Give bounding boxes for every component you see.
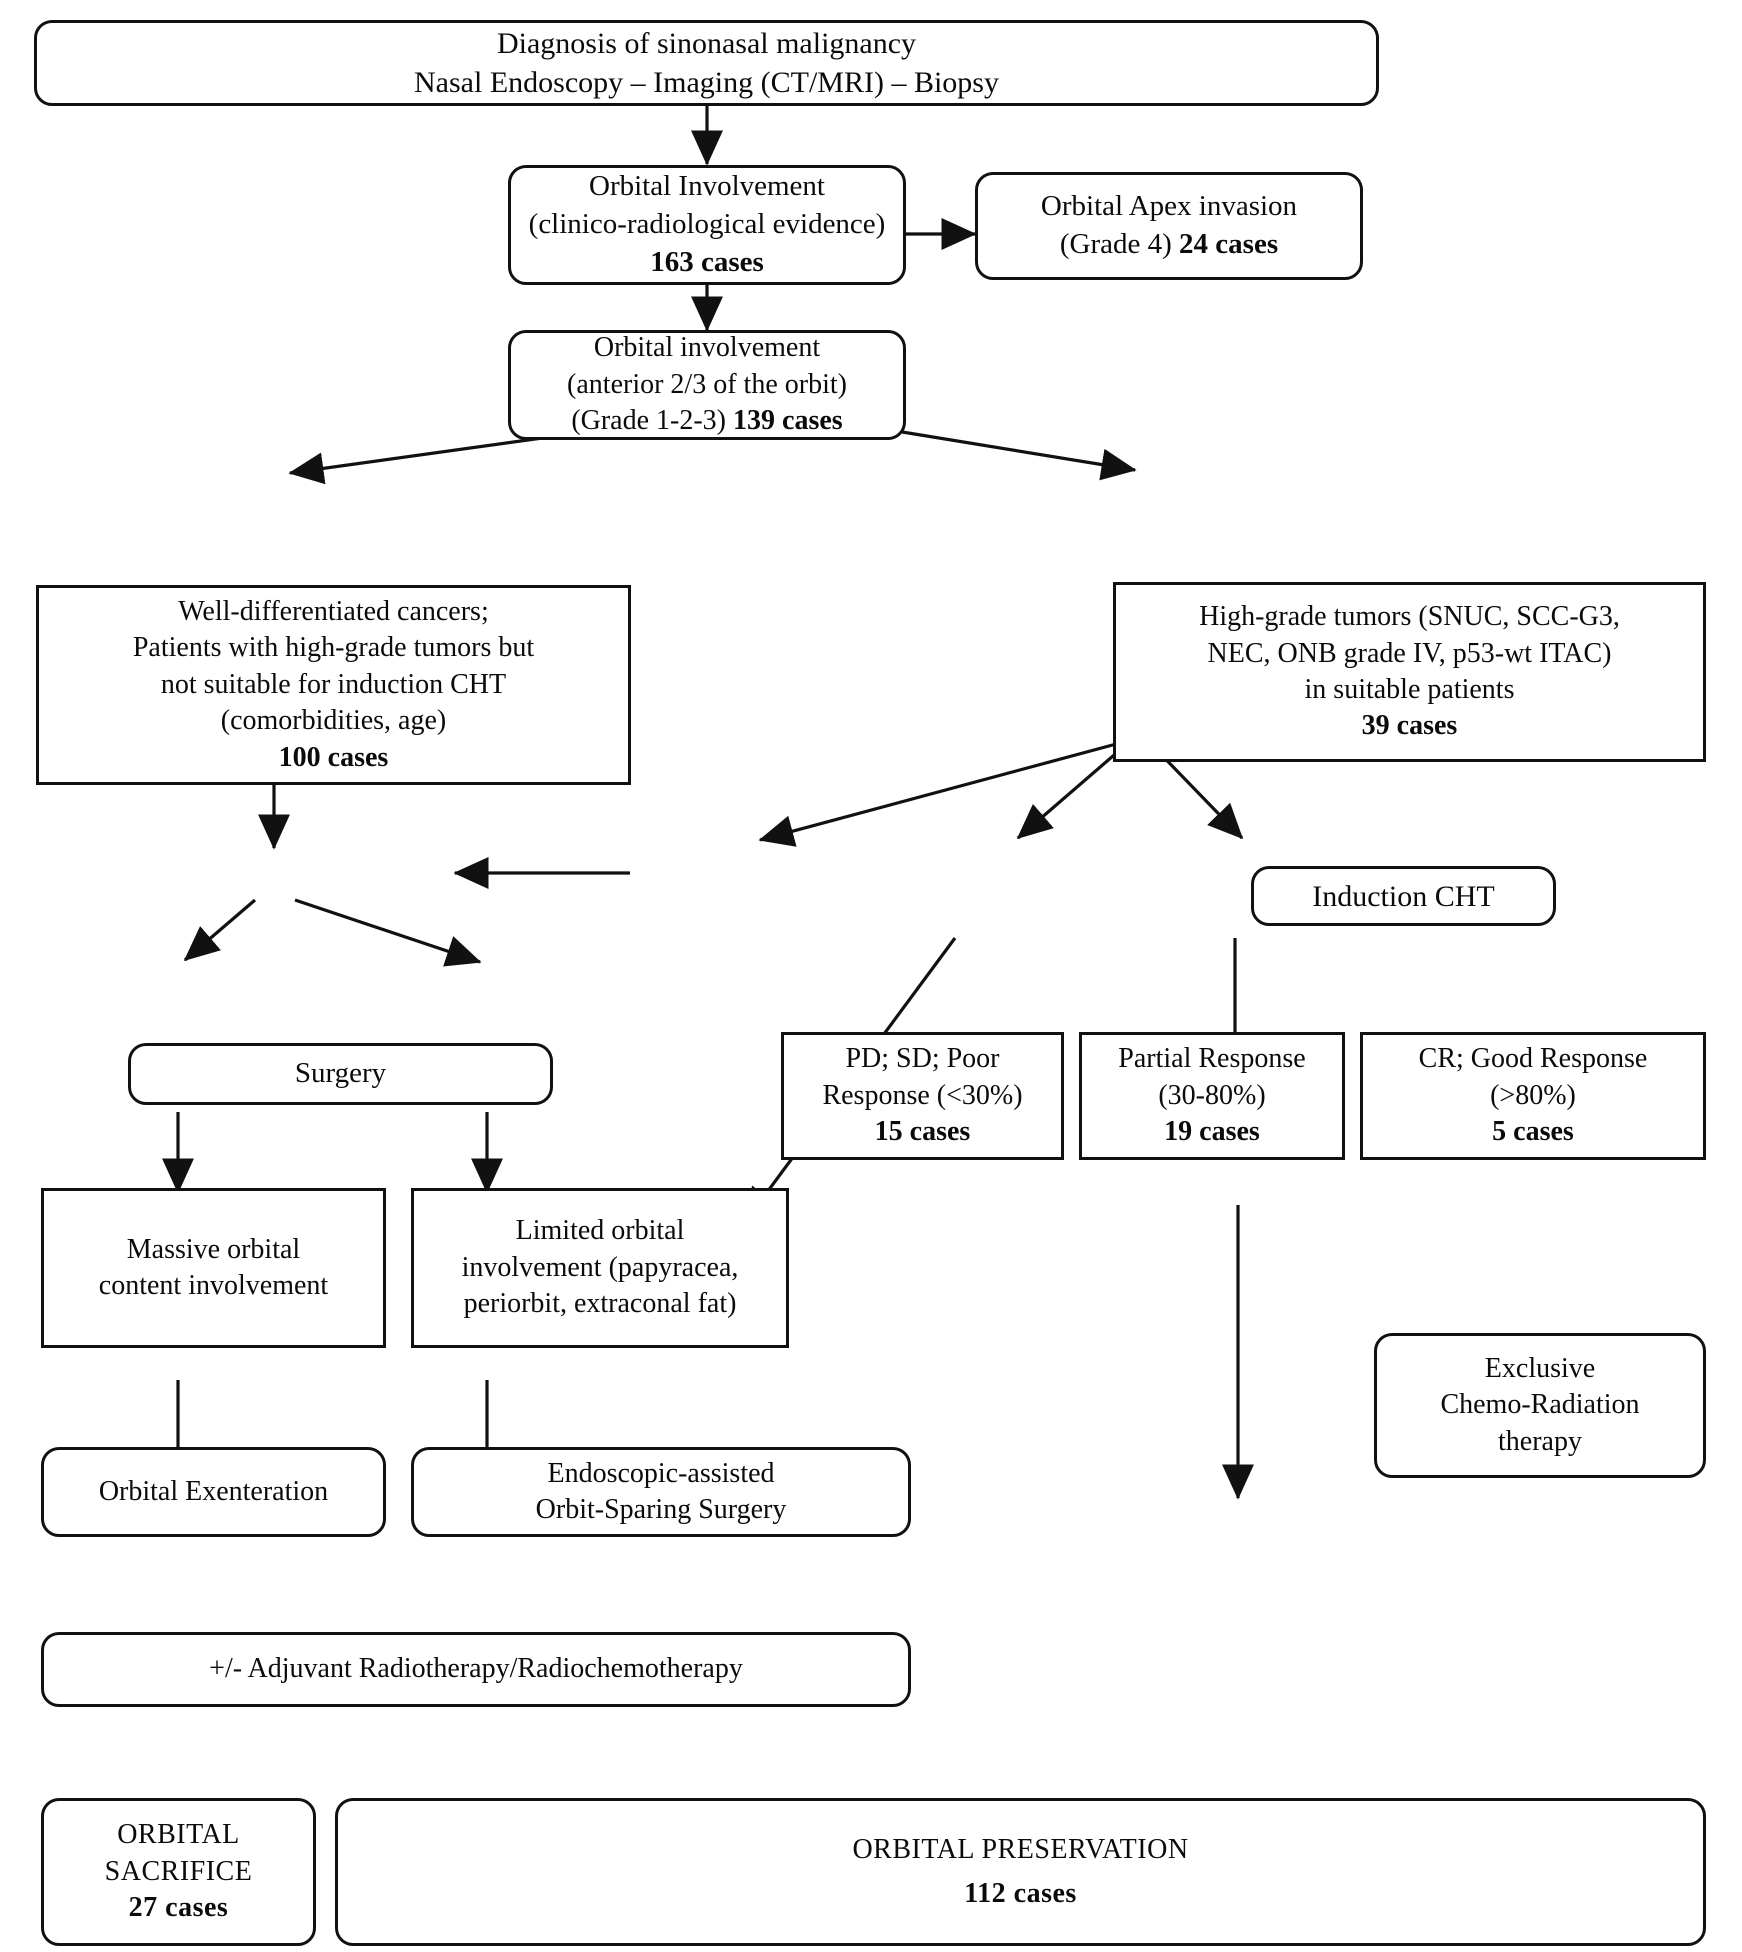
well-differentiated-line4: (comorbidities, age) (220, 705, 447, 737)
orbital-apex-cases: 24 cases (1179, 228, 1279, 260)
node-surgery: Surgery (128, 1043, 553, 1105)
orbit-sparing-line1: Endoscopic-assisted (547, 1457, 775, 1489)
edge-surgery-to-massive-orbital (183, 898, 257, 962)
poor-response-line2: Response (<30%) (822, 1079, 1023, 1111)
node-partial-response: Partial Response (30-80%) 19 cases (1079, 1032, 1345, 1160)
node-good-response: CR; Good Response (>80%) 5 cases (1360, 1032, 1706, 1160)
node-high-grade-tumors: High-grade tumors (SNUC, SCC-G3, NEC, ON… (1113, 582, 1706, 762)
node-diagnosis: Diagnosis of sinonasal malignancy Nasal … (34, 20, 1379, 106)
limited-orbital-line3: periorbit, extraconal fat) (463, 1288, 737, 1320)
orbital-apex-grade: (Grade 4) (1059, 228, 1180, 260)
orbital-exenteration-label: Orbital Exenteration (98, 1475, 329, 1507)
poor-response-cases: 15 cases (874, 1116, 971, 1148)
limited-orbital-line1: Limited orbital (515, 1215, 685, 1247)
orbital-anterior-cases: 139 cases (733, 405, 843, 437)
edge-induction-to-partial-response (1016, 741, 1130, 840)
node-orbital-involvement: Orbital Involvement (clinico-radiologica… (508, 165, 906, 285)
orbital-sacrifice-line2: SACRIFICE (104, 1855, 253, 1887)
node-orbital-apex-invasion: Orbital Apex invasion (Grade 4) 24 cases (975, 172, 1363, 280)
well-differentiated-line2: Patients with high-grade tumors but (132, 632, 535, 664)
orbital-sacrifice-line1: ORBITAL (117, 1819, 240, 1851)
high-grade-line3: in suitable patients (1304, 674, 1515, 705)
chemo-radiation-line1: Exclusive (1484, 1352, 1596, 1384)
massive-orbital-line1: Massive orbital (126, 1233, 301, 1265)
node-well-differentiated-cancers-body: Well-differentiated cancers; Patients wi… (36, 585, 631, 785)
well-differentiated-line3: not suitable for induction CHT (160, 668, 507, 700)
orbital-preservation-line1: ORBITAL PRESERVATION (852, 1833, 1189, 1865)
node-orbital-preservation: ORBITAL PRESERVATION 112 cases (335, 1798, 1706, 1946)
node-orbital-sacrifice: ORBITAL SACRIFICE 27 cases (41, 1798, 316, 1946)
orbital-anterior-line1: Orbital involvement (593, 332, 821, 364)
orbital-apex-line1: Orbital Apex invasion (1040, 190, 1298, 223)
diagnosis-line1: Diagnosis of sinonasal malignancy (496, 27, 917, 60)
node-induction-cht: Induction CHT (1251, 866, 1556, 926)
orbital-sacrifice-cases: 27 cases (128, 1892, 229, 1924)
orbital-involvement-line1: Orbital Involvement (589, 170, 825, 203)
node-poor-response: PD; SD; Poor Response (<30%) 15 cases (781, 1032, 1064, 1160)
well-differentiated-line1: Well-differentiated cancers; (178, 596, 489, 628)
partial-response-line1: Partial Response (1118, 1043, 1306, 1075)
high-grade-line1: High-grade tumors (SNUC, SCC-G3, (1199, 601, 1620, 633)
orbital-preservation-cases: 112 cases (964, 1878, 1077, 1909)
node-adjuvant-radiotherapy: +/- Adjuvant Radiotherapy/Radiochemother… (41, 1632, 911, 1707)
high-grade-cases: 39 cases (1361, 710, 1458, 742)
node-limited-orbital-involvement: Limited orbital involvement (papyracea, … (411, 1188, 789, 1348)
good-response-line2: (>80%) (1490, 1079, 1576, 1111)
orbital-involvement-cases: 163 cases (650, 245, 764, 278)
edge-induction-to-poor-response (758, 741, 1121, 847)
node-orbital-exenteration: Orbital Exenteration (41, 1447, 386, 1537)
node-orbit-sparing-surgery: Endoscopic-assisted Orbit-Sparing Surger… (411, 1447, 911, 1537)
edge-anterior-to-high-grade (889, 428, 1137, 481)
well-differentiated-cases: 100 cases (278, 741, 389, 773)
induction-cht-label: Induction CHT (1312, 879, 1495, 913)
surgery-label: Surgery (294, 1057, 387, 1090)
good-response-cases: 5 cases (1492, 1116, 1574, 1148)
orbit-sparing-line2: Orbit-Sparing Surgery (535, 1494, 787, 1525)
high-grade-line2: NEC, ONB grade IV, p53-wt ITAC) (1207, 637, 1612, 669)
adjuvant-label: +/- Adjuvant Radiotherapy/Radiochemother… (209, 1653, 743, 1685)
massive-orbital-line2: content involvement (98, 1270, 329, 1301)
orbital-anterior-grade: (Grade 1-2-3) (571, 405, 734, 437)
good-response-line1: CR; Good Response (1418, 1043, 1648, 1075)
node-exclusive-chemo-radiation: Exclusive Chemo-Radiation therapy (1374, 1333, 1706, 1478)
orbital-anterior-line2: (anterior 2/3 of the orbit) (567, 368, 847, 400)
orbital-involvement-line2: (clinico-radiological evidence) (528, 208, 886, 241)
diagnosis-line2: Nasal Endoscopy – Imaging (CT/MRI) – Bio… (414, 66, 999, 99)
edge-surgery-to-limited-orbital (294, 898, 482, 967)
limited-orbital-line2: involvement (papyracea, (461, 1251, 739, 1283)
poor-response-line1: PD; SD; Poor (845, 1043, 1000, 1075)
node-orbital-involvement-anterior: Orbital involvement (anterior 2/3 of the… (508, 330, 906, 440)
partial-response-cases: 19 cases (1164, 1116, 1260, 1148)
chemo-radiation-line2: Chemo-Radiation (1440, 1389, 1640, 1421)
node-massive-orbital-involvement: Massive orbital content involvement (41, 1188, 386, 1348)
chemo-radiation-line3: therapy (1498, 1425, 1582, 1457)
partial-response-line2: (30-80%) (1158, 1079, 1266, 1111)
